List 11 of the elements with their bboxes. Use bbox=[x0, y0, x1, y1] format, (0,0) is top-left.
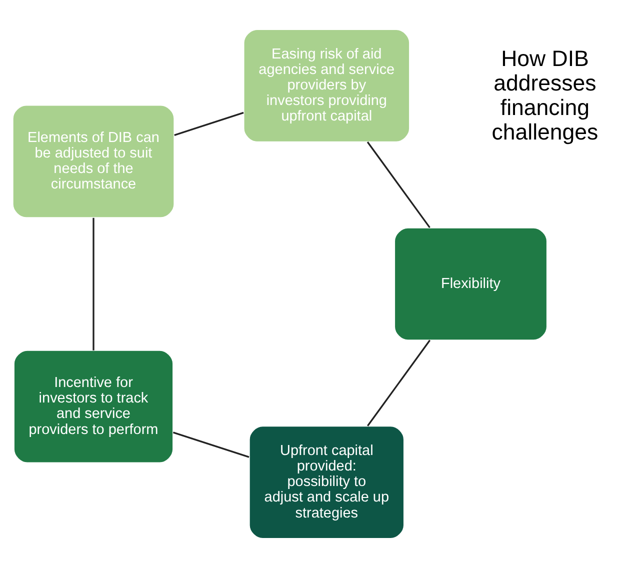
connector bbox=[174, 111, 244, 136]
node-box: Elements of DIB can be adjusted to suit needs of the circumstance bbox=[12, 104, 175, 218]
node-box: Flexibility bbox=[394, 226, 548, 340]
node-box: Easing risk of aid agencies and service providers by investors providing upfront capital bbox=[243, 28, 410, 142]
node-box: Upfront capital provided: possibility to adjust and scale up strategies bbox=[248, 425, 405, 539]
label: How DIB addresses financing challenges bbox=[492, 45, 598, 144]
connector bbox=[172, 431, 250, 458]
connector bbox=[366, 339, 431, 426]
node-box: Incentive for investors to track and service providers to perform bbox=[13, 349, 174, 463]
connector bbox=[92, 217, 94, 350]
connector bbox=[366, 140, 430, 228]
